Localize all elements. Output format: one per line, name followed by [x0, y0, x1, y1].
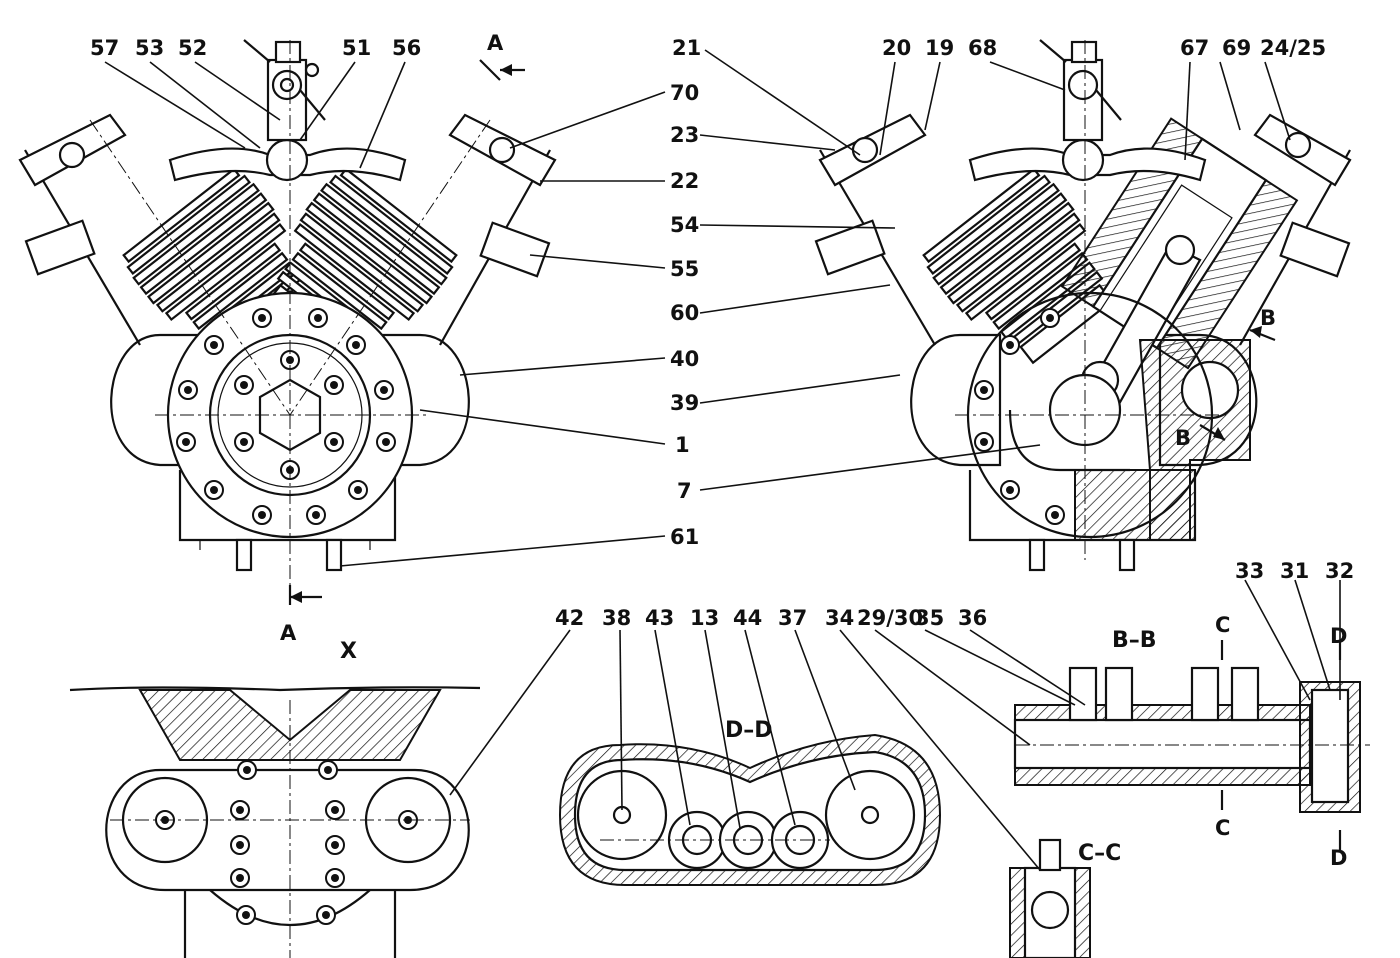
callout-54: 54	[670, 213, 699, 237]
view-titles: X D–D B–B C–C	[340, 628, 1157, 866]
callout-35: 35	[915, 606, 944, 630]
callout-31: 31	[1280, 559, 1309, 583]
section-c-top: C	[1215, 613, 1230, 637]
section-a-bottom: A	[280, 621, 297, 645]
front-view-right-section	[814, 39, 1352, 572]
callout-1: 1	[675, 433, 690, 457]
callout-67: 67	[1180, 36, 1209, 60]
callout-20: 20	[882, 36, 911, 60]
front-view-left	[18, 39, 557, 605]
view-x	[69, 686, 481, 958]
view-title-dd: D–D	[725, 718, 773, 743]
callout-52: 52	[178, 36, 207, 60]
callout-61: 61	[670, 525, 699, 549]
callout-43: 43	[645, 606, 674, 630]
callout-labels: 57 53 52 51 56 70 22 55 40 1 61 21 23 54…	[90, 36, 1354, 630]
callout-13: 13	[690, 606, 719, 630]
callout-23: 23	[670, 123, 699, 147]
leader-lines	[104, 49, 1341, 871]
callout-40: 40	[670, 347, 699, 371]
callout-60: 60	[670, 301, 699, 325]
callout-36: 36	[958, 606, 987, 630]
callout-24-25: 24/25	[1260, 36, 1326, 60]
callout-37: 37	[778, 606, 807, 630]
callout-33: 33	[1235, 559, 1264, 583]
section-b-upper: B	[1260, 306, 1276, 330]
callout-56: 56	[392, 36, 421, 60]
section-dd	[558, 733, 942, 886]
view-title-cc: C–C	[1078, 841, 1121, 866]
callout-68: 68	[968, 36, 997, 60]
callout-21: 21	[672, 36, 701, 60]
callout-19: 19	[925, 36, 954, 60]
callout-57: 57	[90, 36, 119, 60]
view-title-bb: B–B	[1112, 628, 1157, 653]
callout-29-30: 29/30	[857, 606, 923, 630]
callout-44: 44	[733, 606, 762, 630]
callout-22: 22	[670, 169, 699, 193]
section-letters: A A B B C C D D	[280, 31, 1347, 870]
callout-69: 69	[1222, 36, 1251, 60]
callout-55: 55	[670, 257, 699, 281]
callout-38: 38	[602, 606, 631, 630]
section-b-lower: B	[1175, 426, 1191, 450]
section-c-bottom: C	[1215, 816, 1230, 840]
callout-34: 34	[825, 606, 854, 630]
callout-7: 7	[677, 479, 692, 503]
section-a-top: A	[487, 31, 504, 55]
view-title-x: X	[340, 639, 357, 664]
callout-39: 39	[670, 391, 699, 415]
callout-32: 32	[1325, 559, 1354, 583]
callout-70: 70	[670, 81, 699, 105]
section-bb	[1013, 640, 1370, 850]
section-d-top: D	[1330, 624, 1347, 648]
callout-51: 51	[342, 36, 371, 60]
callout-42: 42	[555, 606, 584, 630]
callout-53: 53	[135, 36, 164, 60]
section-cc	[1009, 838, 1091, 958]
section-d-bottom: D	[1330, 846, 1347, 870]
